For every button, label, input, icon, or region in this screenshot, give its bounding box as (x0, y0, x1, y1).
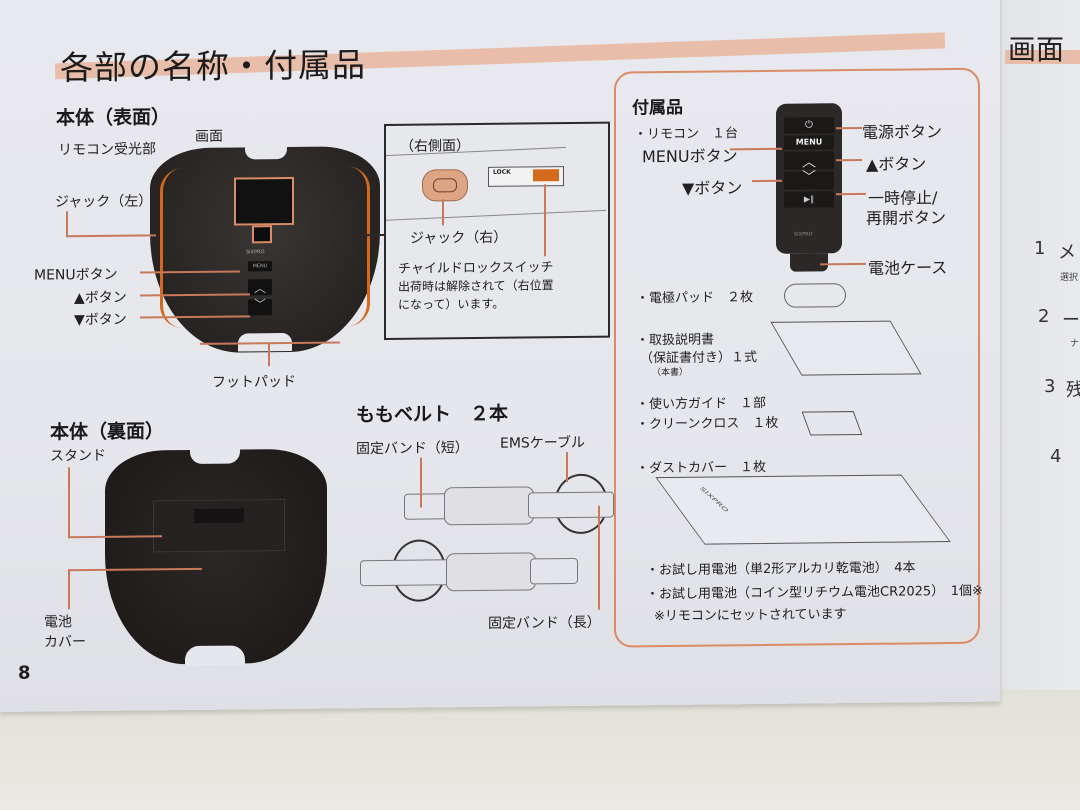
remote-up-button[interactable]: ︿ (784, 151, 834, 171)
down-button[interactable]: ﹀ (248, 297, 272, 316)
next-item-2-text: ー (1062, 310, 1080, 331)
stand (153, 499, 285, 553)
next-item-3-num: 3 (1044, 376, 1056, 397)
child-lock-note-2: になって）います。 (398, 296, 505, 312)
child-lock-note-1: 出荷時は解除されて（右位置 (398, 278, 554, 294)
remote-brand: SIXPRO (794, 231, 813, 238)
remote-menu-button[interactable]: MENU (784, 135, 834, 150)
menu-button[interactable]: MENU (248, 261, 272, 272)
accessories-heading: 付属品 (632, 97, 683, 119)
remote-down-button[interactable]: ﹀ (784, 169, 834, 190)
device-front-image: SIXPRO MENU ︿ ﹀ (150, 144, 380, 354)
label-up-button: ▲ボタン (74, 289, 127, 307)
item-pads: ・電極パッド ２枚 (636, 290, 754, 307)
front-heading: 本体（表面） (56, 106, 171, 130)
next-page-title-underline (1005, 50, 1080, 64)
next-item-3-text: 残 (1066, 380, 1080, 401)
pads-image (784, 283, 846, 308)
back-heading: 本体（裏面） (50, 420, 165, 444)
label-jack-right: ジャック（右） (410, 229, 508, 247)
remote-label-down: ▼ボタン (682, 178, 743, 198)
right-side-panel: （右側面） LOCK ジャック（右） チャイルドロックスイッチ 出荷時は解除され… (384, 121, 610, 340)
item-battery-aa: ・お試し用電池（単2形アルカリ乾電池） 4本 (646, 560, 916, 579)
ir-receiver (252, 225, 272, 244)
next-item-2-num: 2 (1038, 306, 1050, 327)
belt-heading: ももベルト ２本 (356, 402, 509, 427)
item-manual-3: （本書） (652, 367, 689, 379)
jack-right-image (422, 169, 468, 202)
orange-trim-right (347, 166, 370, 327)
remote-label-menu: MENUボタン (642, 146, 738, 167)
dust-cover-image: SIXPRO (655, 474, 951, 545)
handle-cutout (245, 144, 287, 160)
label-menu-button: MENUボタン (34, 266, 118, 284)
cloth-image (801, 411, 863, 436)
orange-trim-left (160, 168, 183, 329)
screen (234, 176, 294, 226)
remote-label-power: 電源ボタン (862, 122, 943, 142)
next-item-2-sub: ナ (1070, 339, 1080, 349)
child-lock-switch[interactable]: LOCK (488, 166, 564, 187)
next-item-1-sub: 選択 (1060, 273, 1079, 283)
remote-image: ⏻ MENU ︿ ﹀ ▶‖ SIXPRO (776, 103, 842, 272)
brand-logo: SIXPRO (246, 249, 265, 256)
item-note: ※リモコンにセットされています (654, 607, 847, 625)
page-number: 8 (18, 662, 31, 684)
label-ir-receiver: リモコン受光部 (58, 141, 156, 159)
label-screen: 画面 (195, 128, 223, 145)
manual-page: 各部の名称・付属品 本体（表面） 画面 リモコン受光部 ジャック（左） MENU… (0, 0, 1000, 712)
remote-label-pause-2: 再開ボタン (866, 208, 947, 228)
item-guide: ・使い方ガイド １部 (636, 395, 767, 413)
label-battery-cover-1: 電池 (44, 614, 72, 631)
remote-pause-button[interactable]: ▶‖ (784, 191, 834, 208)
remote-power-button[interactable]: ⏻ (784, 117, 834, 134)
next-page (985, 0, 1080, 690)
remote-label-up: ▲ボタン (866, 154, 927, 174)
device-back-image (105, 447, 327, 667)
label-foot-pad: フットパッド (212, 373, 296, 391)
label-stand: スタンド (50, 447, 106, 465)
label-ems-cable: EMSケーブル (500, 434, 585, 452)
next-page-title: 画面 (1008, 33, 1065, 66)
label-band-short: 固定バンド（短） (356, 440, 469, 458)
label-jack-left: ジャック（左） (55, 193, 153, 211)
label-band-long: 固定バンド（長） (488, 614, 601, 632)
label-battery-cover-2: カバー (44, 634, 86, 651)
item-remote: ・リモコン １台 (634, 126, 739, 143)
up-button[interactable]: ︿ (248, 279, 272, 296)
belt-image-1 (404, 473, 614, 535)
belt-image-2 (360, 539, 578, 602)
next-item-1-num: 1 (1034, 238, 1046, 259)
item-manual-1: ・取扱説明書 (636, 332, 715, 349)
item-dust-cover: ・ダストカバー １枚 (636, 459, 767, 477)
page-title: 各部の名称・付属品 (60, 45, 366, 88)
next-item-1-text: メ (1058, 242, 1076, 263)
item-cloth: ・クリーンクロス １枚 (636, 415, 779, 433)
child-lock-title: チャイルドロックスイッチ (398, 260, 554, 277)
item-manual-2: （保証書付き）１式 (640, 350, 758, 367)
item-battery-coin: ・お試し用電池（コイン型リチウム電池CR2025） 1個※ (646, 583, 983, 603)
label-down-button: ▼ボタン (74, 311, 127, 329)
next-item-4-num: 4 (1050, 446, 1062, 467)
remote-label-battery-case: 電池ケース (868, 258, 948, 278)
